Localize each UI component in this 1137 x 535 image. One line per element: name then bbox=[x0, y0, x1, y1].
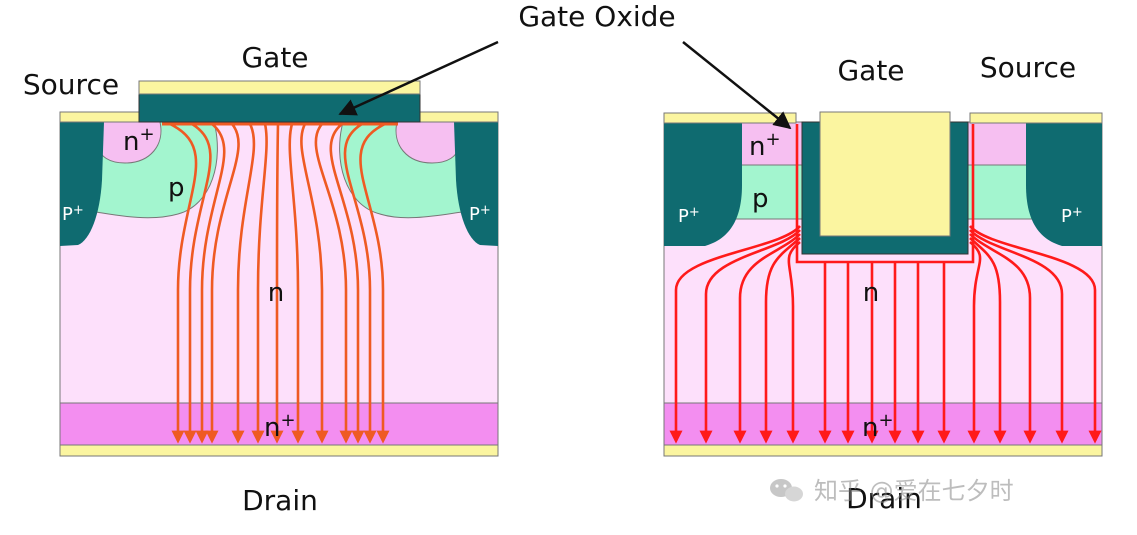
planar-current-line bbox=[251, 123, 268, 444]
trench-p-plus-left bbox=[664, 122, 742, 246]
planar-current-line bbox=[359, 122, 390, 444]
trench-p-label: p bbox=[752, 184, 769, 214]
trench-current-line bbox=[969, 233, 1037, 444]
trench-current-line bbox=[969, 225, 1102, 444]
trench-current-line bbox=[759, 237, 801, 444]
trench-gate-label: Gate bbox=[837, 54, 904, 87]
trench-mosfet bbox=[663, 111, 1103, 457]
trench-n-drift-label: n bbox=[863, 278, 879, 308]
planar-drain-label: Drain bbox=[242, 484, 318, 517]
planar-mosfet bbox=[59, 80, 499, 457]
planar-gate-metal bbox=[138, 80, 421, 95]
gate-oxide-pointer-left bbox=[338, 40, 499, 116]
planar-current-line bbox=[300, 123, 329, 444]
trench-channel bbox=[795, 124, 975, 264]
watermark: 知乎 @爱在七夕时 bbox=[770, 477, 1014, 505]
trench-p-plus-right bbox=[1026, 122, 1102, 246]
trench-current-line bbox=[733, 233, 801, 444]
planar-gate-label: Gate bbox=[241, 41, 308, 74]
trench-p-plus-right-label: P+ bbox=[1061, 205, 1083, 227]
planar-current-flow bbox=[169, 122, 390, 444]
trench-n-plus-source-left bbox=[739, 121, 803, 166]
planar-current-line bbox=[205, 123, 240, 444]
planar-current-line bbox=[195, 122, 226, 444]
trench-current-line bbox=[969, 237, 1007, 444]
planar-current-line bbox=[343, 122, 377, 444]
planar-n-plus-label: n+ bbox=[123, 124, 155, 157]
trench-current-line bbox=[786, 240, 801, 444]
planar-n-plus-substrate-label: n+ bbox=[264, 410, 296, 443]
planar-current-line bbox=[183, 122, 212, 444]
trench-source-label: Source bbox=[980, 51, 1076, 84]
planar-gate-oxide bbox=[138, 93, 421, 123]
trench-n-plus-source-right bbox=[967, 121, 1029, 166]
trench-current-line bbox=[699, 229, 801, 444]
trench-gate-poly bbox=[819, 111, 951, 237]
planar-p-plus-right-label: P+ bbox=[469, 203, 491, 225]
planar-current-line bbox=[169, 122, 198, 444]
planar-current-line bbox=[329, 122, 365, 444]
planar-current-line bbox=[231, 123, 256, 444]
gate-oxide-pointer-right bbox=[682, 41, 792, 130]
planar-current-line bbox=[314, 123, 353, 444]
trench-current-line bbox=[967, 240, 982, 444]
planar-source-metal-right bbox=[419, 111, 499, 123]
planar-current-line bbox=[270, 123, 284, 444]
watermark-text: 知乎 @爱在七夕时 bbox=[814, 477, 1014, 505]
trench-current-line bbox=[669, 225, 801, 444]
wechat-icon bbox=[770, 479, 803, 502]
planar-n-drift-label: n bbox=[268, 278, 284, 308]
trench-source-metal-right bbox=[969, 112, 1103, 124]
trench-current-flow bbox=[669, 124, 1102, 444]
trench-p-plus-left-label: P+ bbox=[678, 205, 700, 227]
planar-p-plus-right bbox=[454, 122, 498, 246]
trench-current-line bbox=[969, 229, 1069, 444]
trench-n-plus-label: n+ bbox=[749, 129, 781, 162]
planar-source-metal-left bbox=[59, 111, 140, 123]
planar-p-plus-left bbox=[60, 122, 104, 246]
planar-current-line bbox=[288, 123, 305, 444]
planar-p-label: p bbox=[168, 173, 185, 203]
trench-drain-label: Drain bbox=[846, 482, 922, 515]
planar-drain-metal bbox=[59, 444, 499, 457]
gate-oxide-label: Gate Oxide bbox=[518, 0, 675, 33]
trench-source-metal-left bbox=[663, 112, 797, 124]
planar-p-plus-left-label: P+ bbox=[62, 203, 84, 225]
trench-n-plus-substrate-label: n+ bbox=[862, 410, 894, 443]
trench-drain-metal bbox=[663, 444, 1103, 457]
planar-source-label: Source bbox=[23, 68, 119, 101]
